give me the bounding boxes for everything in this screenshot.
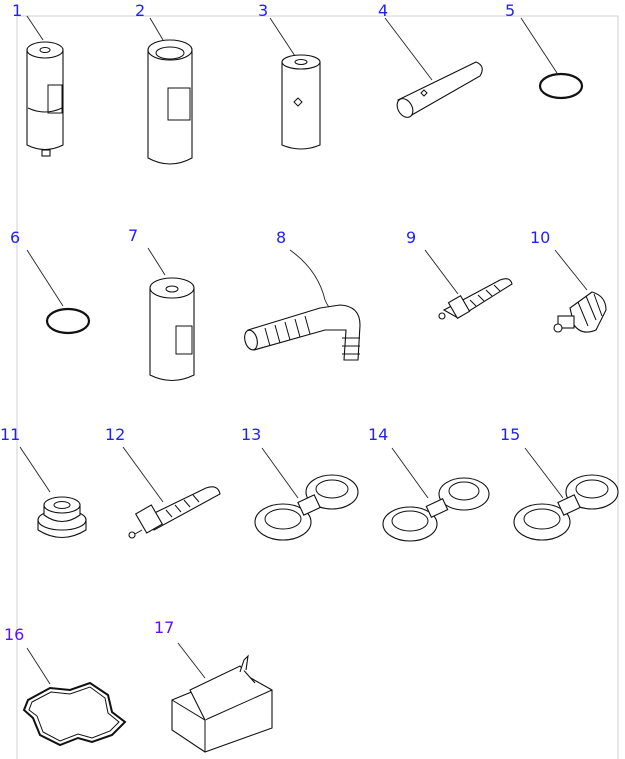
part-label-11[interactable]: 11 [0,425,20,444]
part-3-filter-element[interactable] [269,17,321,150]
part-label-17[interactable]: 17 [154,618,174,637]
part-15-filter-wrench[interactable] [513,447,619,541]
part-label-13[interactable]: 13 [241,425,261,444]
part-label-6[interactable]: 6 [10,228,20,247]
part-13-filter-wrench[interactable] [254,447,359,541]
part-label-9[interactable]: 9 [406,228,416,247]
part-8-elbow-hose[interactable] [243,249,361,361]
part-label-10[interactable]: 10 [530,228,550,247]
part-label-1[interactable]: 1 [12,1,22,20]
part-1-fuel-filter[interactable] [26,15,64,157]
part-label-8[interactable]: 8 [276,228,286,247]
part-label-2[interactable]: 2 [135,1,145,20]
part-16-gasket[interactable] [22,647,127,747]
part-11-grommet[interactable] [19,446,87,539]
part-4-hydraulic-element[interactable] [384,17,483,120]
part-label-14[interactable]: 14 [368,425,388,444]
part-label-12[interactable]: 12 [105,425,125,444]
part-label-16[interactable]: 16 [4,625,24,644]
part-6-o-ring[interactable] [26,249,91,335]
part-7-spin-on-filter[interactable] [147,247,195,382]
part-label-3[interactable]: 3 [258,1,268,20]
part-14-filter-wrench[interactable] [382,447,490,542]
part-label-5[interactable]: 5 [505,1,515,20]
part-label-15[interactable]: 15 [500,425,520,444]
part-label-7[interactable]: 7 [128,226,138,245]
part-5-o-ring[interactable] [520,17,584,100]
part-12-sensor[interactable] [122,446,221,539]
part-9-sensor[interactable] [424,249,513,320]
part-10-valve[interactable] [553,249,607,333]
part-2-filter-cartridge[interactable] [147,17,193,165]
part-label-4[interactable]: 4 [378,1,388,20]
part-17-box-kit[interactable] [171,642,273,753]
